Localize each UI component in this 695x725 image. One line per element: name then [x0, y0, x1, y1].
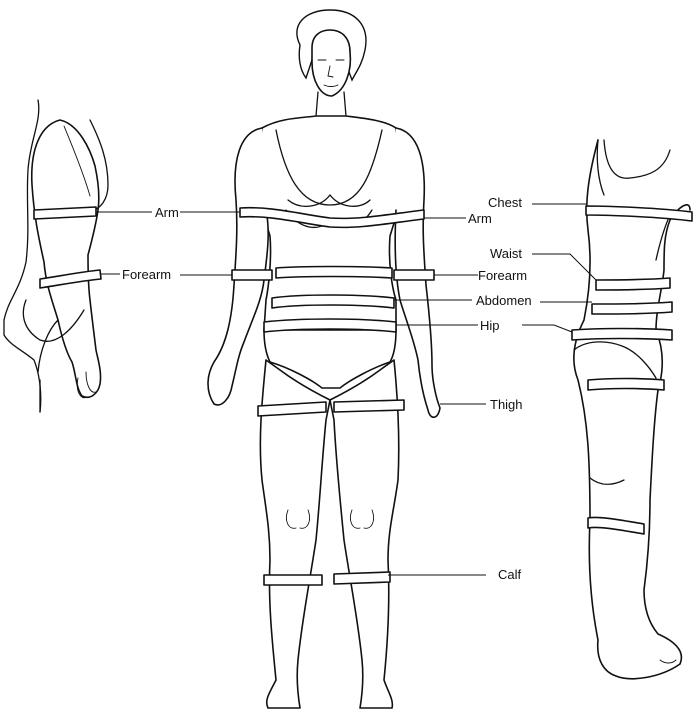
- center-front-view: [192, 10, 486, 708]
- right-abdomen-band: [592, 302, 672, 314]
- left-arm-label: Arm: [155, 205, 179, 220]
- waist-band: [596, 278, 670, 290]
- right-hip-band: [572, 329, 672, 341]
- chest-label: Chest: [488, 195, 522, 210]
- left-arm-band: [34, 207, 96, 219]
- abdomen-label: Abdomen: [476, 293, 532, 308]
- left-side-arm-view: [4, 100, 152, 412]
- center-arm-label: Arm: [468, 211, 492, 226]
- right-calf-band: [334, 572, 390, 584]
- center-forearm-label: Forearm: [478, 268, 527, 283]
- hip-label: Hip: [480, 318, 500, 333]
- waist-label: Waist: [490, 246, 522, 261]
- right-thigh-band: [588, 379, 664, 391]
- left-calf-band: [264, 575, 322, 585]
- center-right-forearm-band: [394, 270, 434, 280]
- calf-label: Calf: [498, 567, 522, 582]
- thigh-label: Thigh: [490, 397, 523, 412]
- right-thigh-band: [334, 400, 404, 412]
- abdomen-band-upper: [276, 267, 392, 279]
- left-forearm-label: Forearm: [122, 267, 171, 282]
- right-side-view: [522, 140, 692, 679]
- center-left-forearm-band: [232, 270, 272, 280]
